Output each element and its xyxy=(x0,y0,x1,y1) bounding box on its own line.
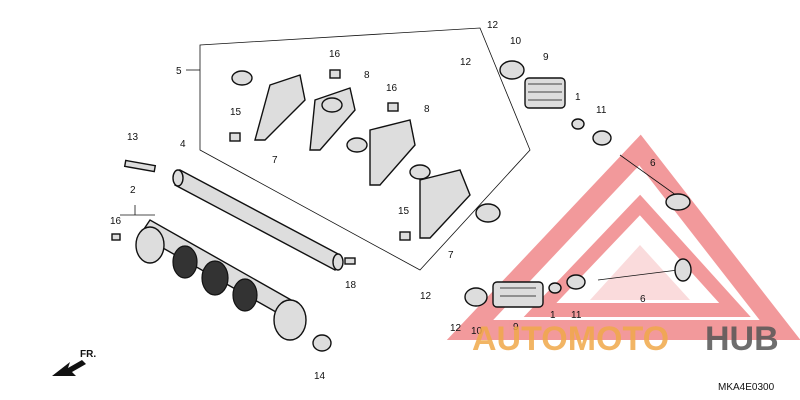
callout-3: 5 xyxy=(176,66,182,77)
diagram-code: MKA4E0300 xyxy=(718,382,775,393)
callout-12-top-left: 12 xyxy=(460,57,472,68)
callout-6: 6 xyxy=(640,294,646,305)
callout-9-lower: 9 xyxy=(513,322,519,333)
rocker-arms xyxy=(231,70,501,239)
callout-9-upper: 9 xyxy=(543,52,549,63)
callout-11-lower: 11 xyxy=(571,310,582,321)
callout-13: 13 xyxy=(127,132,139,143)
camshaft xyxy=(135,219,307,341)
assembly-frame xyxy=(199,27,531,271)
callout-2: 2 xyxy=(130,185,136,196)
callout-7-lower: 7 xyxy=(448,250,454,261)
watermark-logo-triangles xyxy=(446,134,800,340)
callout-10-upper: 10 xyxy=(510,36,522,47)
callout-14: 14 xyxy=(314,371,326,382)
callout-18: 18 xyxy=(345,280,357,291)
callout-5: 6 xyxy=(650,158,656,169)
fasteners xyxy=(111,69,411,352)
callout-15-upper: 15 xyxy=(230,107,242,118)
valves xyxy=(597,154,692,282)
front-arrow: FR. xyxy=(52,349,96,376)
watermark-text-part2: HUB xyxy=(705,320,779,358)
callout-15-lower: 15 xyxy=(398,206,410,217)
callout-12-lower-left: 12 xyxy=(420,291,432,302)
callout-17: 16 xyxy=(110,216,122,227)
callouts: 5 13 4 2 16 15 7 16 8 16 8 15 7 18 14 12… xyxy=(110,20,656,382)
callout-16-upper: 16 xyxy=(329,49,341,60)
callout-11-upper: 11 xyxy=(596,105,607,116)
callout-8-lower: 8 xyxy=(424,104,430,115)
callout-7-upper: 7 xyxy=(272,155,278,166)
rocker-shaft xyxy=(172,168,344,272)
callout-8-upper: 8 xyxy=(364,70,370,81)
front-label: FR. xyxy=(80,349,96,360)
callout-4: 4 xyxy=(180,139,186,150)
callout-16-lower: 16 xyxy=(386,83,398,94)
watermark-text-part1: AUTOMOTO xyxy=(472,320,669,358)
callout-10-lower: 10 xyxy=(471,326,483,337)
callout-12-top: 12 xyxy=(487,20,499,31)
callout-1-upper: 1 xyxy=(575,92,581,103)
callout-1-lower: 1 xyxy=(550,310,556,321)
valve-springs xyxy=(464,60,612,308)
callout-12-lower: 12 xyxy=(450,323,462,334)
